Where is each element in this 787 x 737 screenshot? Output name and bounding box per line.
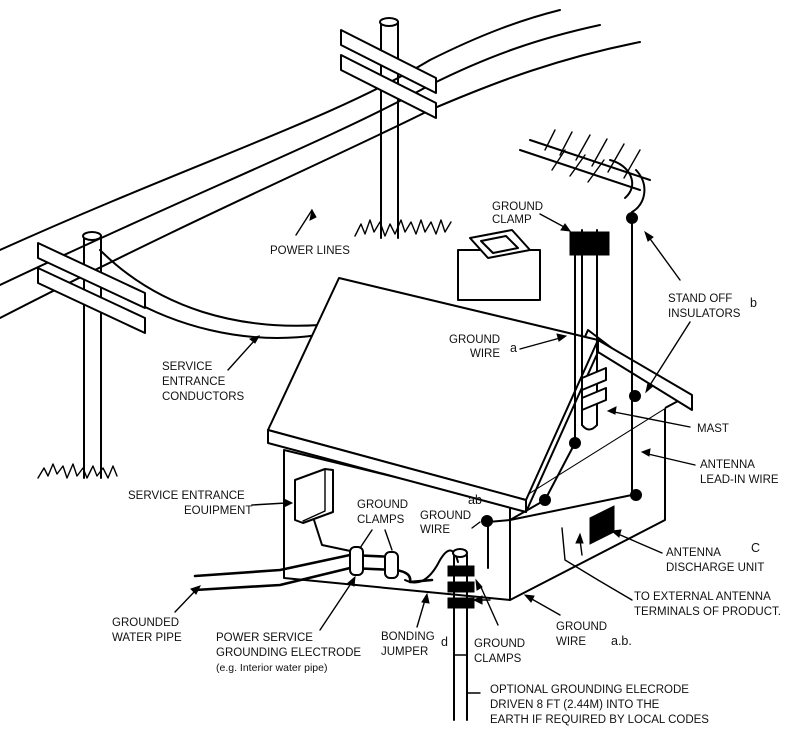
- label-antenna-lead-2: LEAD-IN WIRE: [700, 474, 779, 486]
- label-stand-off-2: INSULATORS: [668, 308, 741, 320]
- label-water-pipe: GROUNDED: [112, 617, 179, 629]
- leader-arrows: [174, 208, 696, 694]
- label-ground-wire-bottom: GROUND: [556, 621, 607, 633]
- grounding-electrode: [447, 548, 475, 721]
- label-discharge: ANTENNA: [666, 547, 721, 559]
- label-optional-3: EARTH IF REQUIRED BY LOCAL CODES: [490, 714, 709, 726]
- label-ground-wire-mid-2: WIRE: [470, 348, 500, 360]
- key-d: d: [441, 635, 448, 649]
- label-antenna-lead: ANTENNA: [700, 459, 755, 471]
- key-a: a: [510, 341, 517, 355]
- key-ab-dot: a.b.: [611, 634, 632, 648]
- ground-clamp-top: [569, 231, 610, 256]
- label-stand-off: STAND OFF: [668, 293, 732, 305]
- standoff-insulators: [481, 212, 642, 527]
- label-ground-wire-left-2: WIRE: [420, 524, 450, 536]
- label-ground-clamps-top: GROUND: [357, 499, 408, 511]
- label-water-pipe-2: WATER PIPE: [112, 632, 182, 644]
- label-ground-wire-bottom-2: WIRE: [556, 636, 586, 648]
- label-discharge-2: DISCHARGE UNIT: [666, 562, 764, 574]
- utility-pole-left: [37, 231, 146, 479]
- label-mast: MAST: [697, 423, 729, 435]
- label-ground-clamps-top-2: CLAMPS: [357, 514, 405, 526]
- labels: POWER LINES GROUND CLAMP STAND OFF INSUL…: [112, 201, 781, 726]
- label-bonding: BONDING: [381, 631, 435, 643]
- label-external-2: TERMINALS OF PRODUCT.: [634, 606, 781, 618]
- antenna: [519, 129, 651, 213]
- label-electrode-3: (e.g. Interior water pipe): [216, 662, 327, 674]
- label-external: TO EXTERNAL ANTENNA: [634, 591, 771, 603]
- label-ground-wire-left: GROUND: [420, 510, 471, 522]
- label-service-entrance-2: ENTRANCE: [162, 376, 226, 388]
- label-service-equipment: SERVICE ENTRANCE: [128, 490, 245, 502]
- service-entrance-box: [294, 468, 356, 553]
- label-power-lines: POWER LINES: [270, 245, 350, 257]
- power-lines: [0, 9, 641, 339]
- label-optional: OPTIONAL GROUNDING ELECRODE: [490, 684, 689, 696]
- label-ground-clamps-bottom: GROUND: [474, 638, 525, 650]
- label-electrode-2: GROUNDING ELECTRODE: [216, 647, 361, 659]
- label-service-entrance-3: CONDUCTORS: [162, 391, 245, 403]
- label-bonding-2: JUMPER: [381, 646, 428, 658]
- label-service-equipment-2: EOUIPMENT: [184, 505, 252, 517]
- label-electrode: POWER SERVICE: [216, 632, 313, 644]
- key-b: b: [750, 296, 757, 310]
- label-ground-clamp-top: GROUND: [492, 201, 543, 213]
- label-ground-clamps-bottom-2: CLAMPS: [474, 653, 522, 665]
- utility-pole-right: [340, 17, 452, 239]
- label-ground-wire-mid: GROUND: [449, 334, 500, 346]
- label-optional-2: DRIVEN 8 FT (2.44M) INTO THE: [490, 699, 660, 711]
- label-service-entrance: SERVICE: [162, 361, 213, 373]
- mast: [581, 229, 607, 431]
- key-ab: ab: [468, 493, 482, 507]
- label-ground-clamp-top-2: CLAMP: [492, 214, 532, 226]
- key-c: C: [751, 541, 760, 555]
